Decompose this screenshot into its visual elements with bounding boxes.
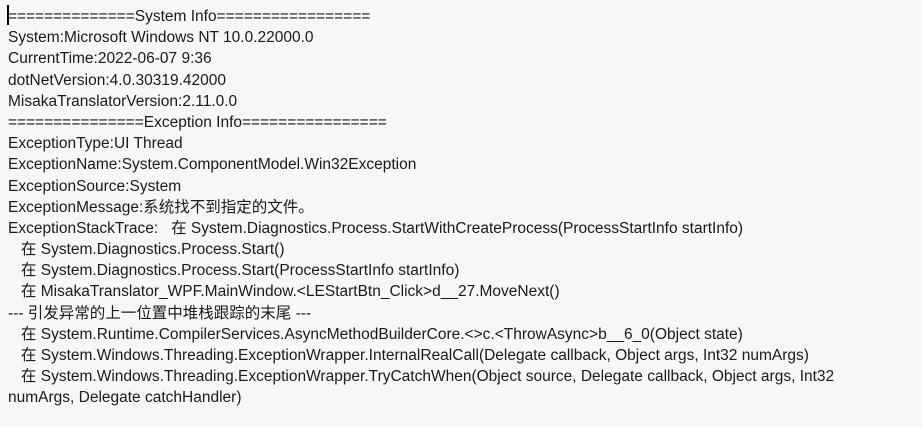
system-info-header: ==============System Info===============… (8, 8, 371, 25)
exception-info-header: ===============Exception Info===========… (8, 113, 387, 131)
exception-type: ExceptionType:UI Thread (8, 135, 183, 153)
stack-trace-line-4: 在 MisakaTranslator_WPF.MainWindow.<LESta… (8, 283, 560, 301)
misaka-translator-version: MisakaTranslatorVersion:2.11.0.0 (8, 92, 238, 110)
stack-trace-line-2: 在 System.Diagnostics.Process.Start() (8, 241, 285, 259)
stack-trace-line-1: ExceptionStackTrace: 在 System.Diagnostic… (8, 219, 744, 237)
dotnet-version: dotNetVersion:4.0.30319.42000 (8, 71, 227, 89)
stack-trace-line-7: 在 System.Windows.Threading.ExceptionWrap… (8, 368, 835, 386)
stack-trace-line-3: 在 System.Diagnostics.Process.Start(Proce… (8, 262, 460, 280)
stack-trace-separator: --- 引发异常的上一位置中堆栈跟踪的末尾 --- (8, 304, 312, 322)
stack-trace-line-5: 在 System.Runtime.CompilerServices.AsyncM… (8, 325, 743, 343)
exception-name: ExceptionName:System.ComponentModel.Win3… (8, 156, 417, 174)
text-caret (7, 5, 9, 25)
system-os-version: System:Microsoft Windows NT 10.0.22000.0 (8, 29, 314, 47)
exception-source: ExceptionSource:System (8, 177, 182, 195)
current-time: CurrentTime:2022-06-07 9:36 (8, 50, 212, 68)
exception-message: ExceptionMessage:系统找不到指定的文件。 (8, 198, 314, 216)
stack-trace-line-6: 在 System.Windows.Threading.ExceptionWrap… (8, 347, 809, 364)
stack-trace-line-7-wrap: numArgs, Delegate catchHandler) (8, 389, 242, 407)
